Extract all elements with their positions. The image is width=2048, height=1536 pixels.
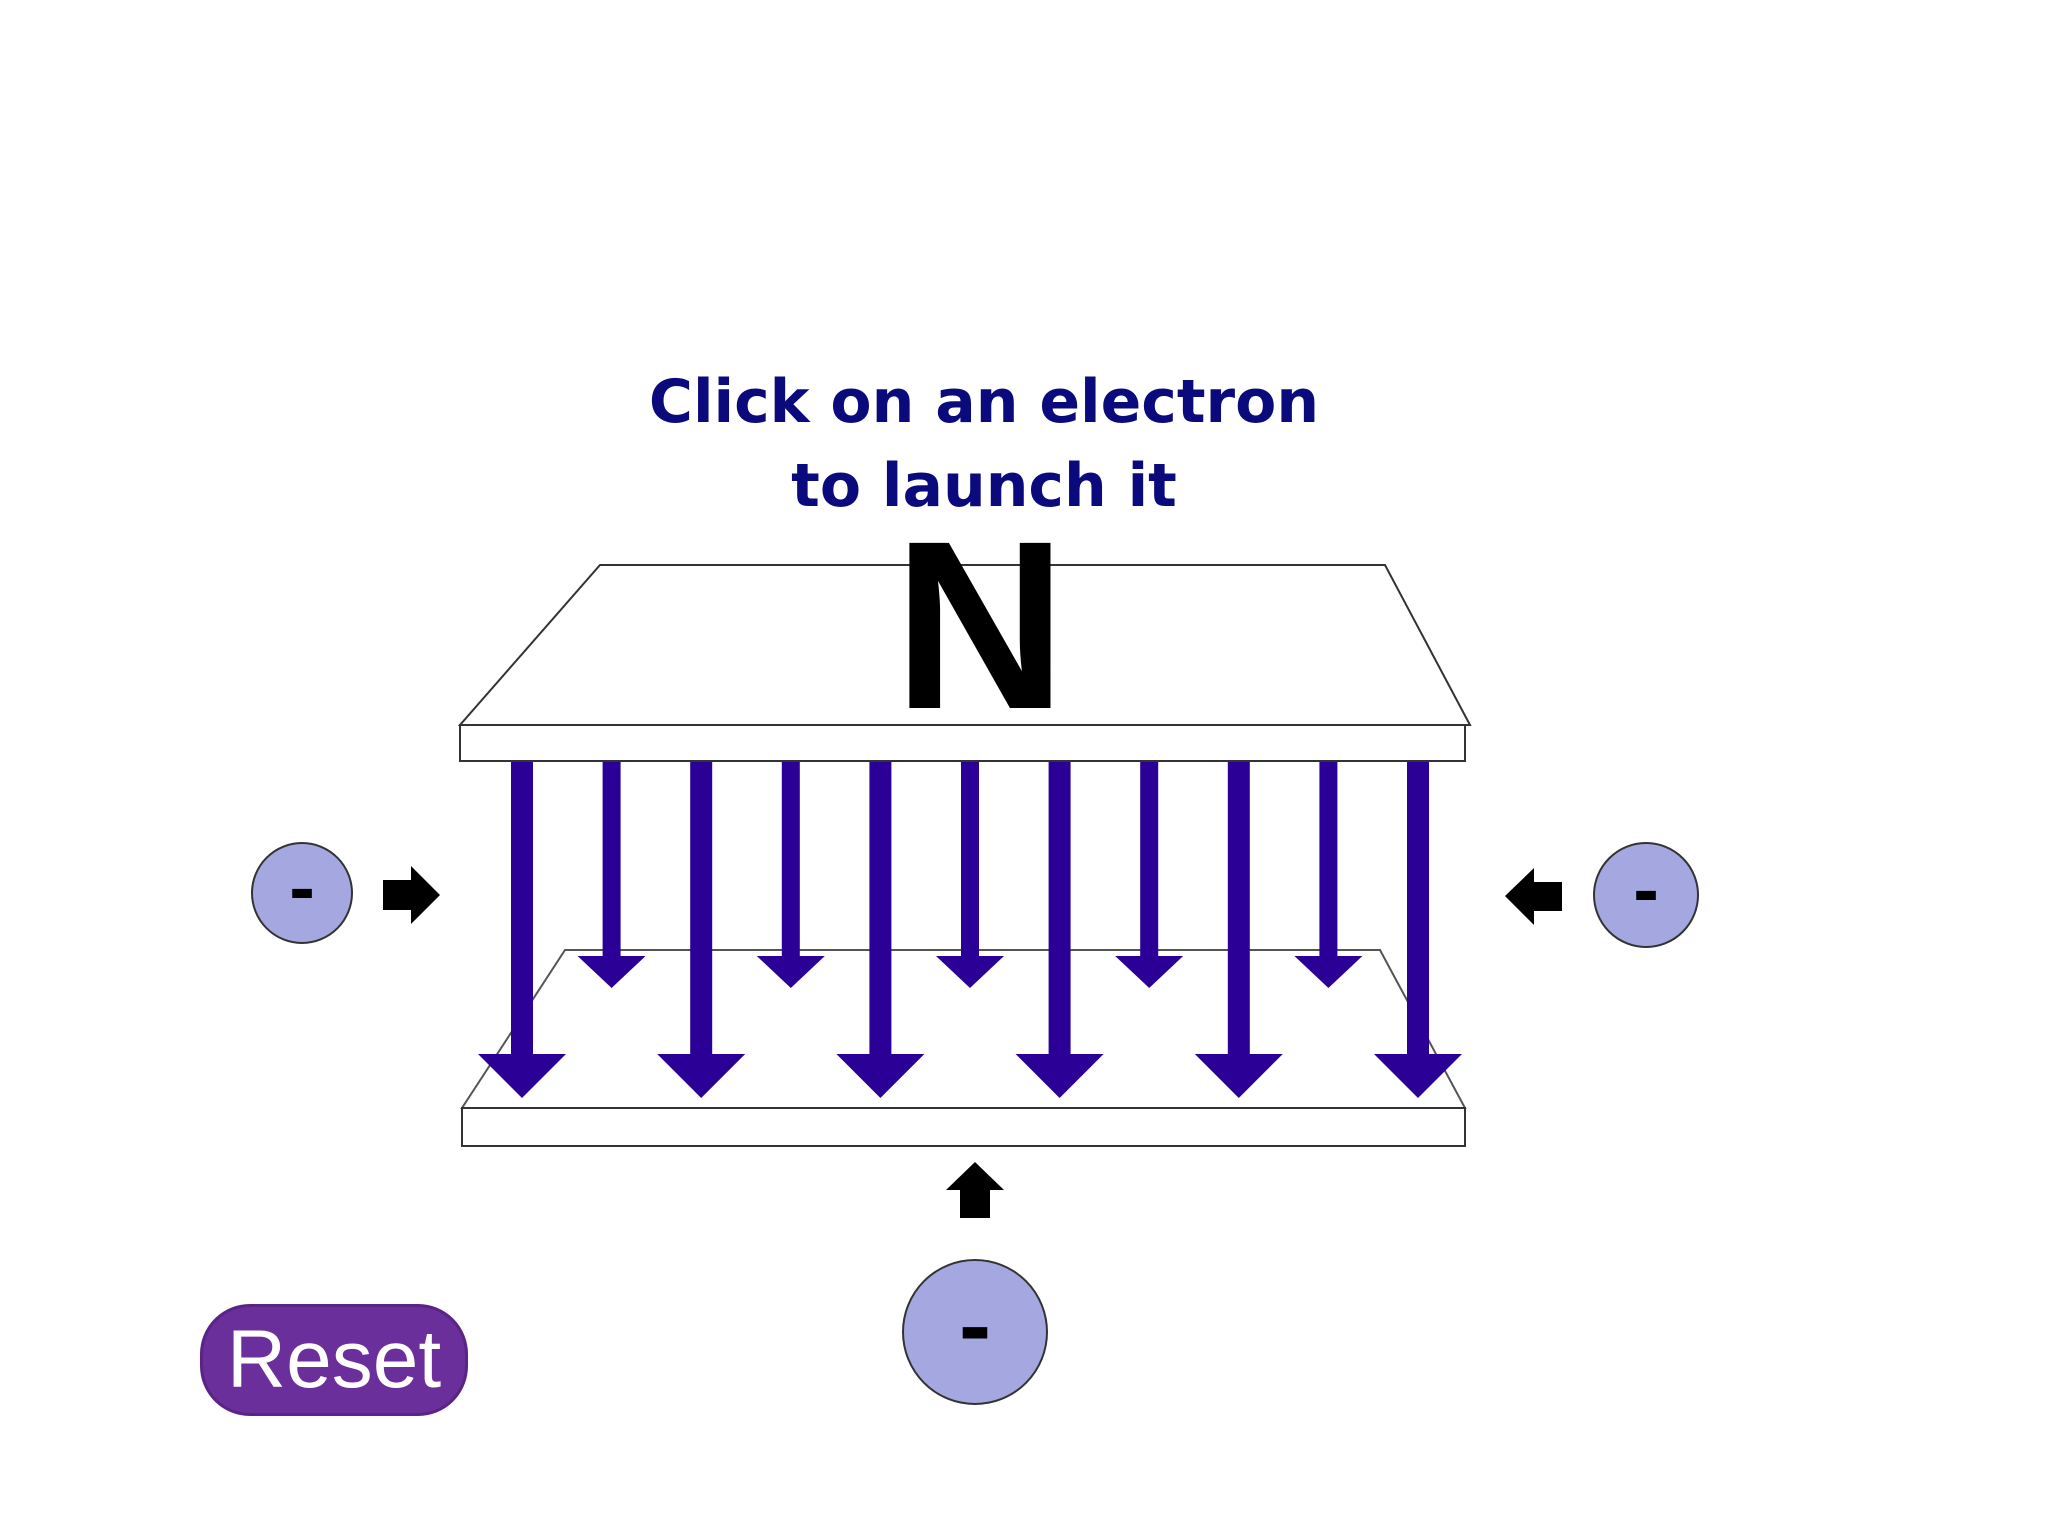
field-line-arrow bbox=[756, 762, 825, 988]
field-line-head bbox=[1374, 1054, 1462, 1098]
field-line-head bbox=[836, 1054, 925, 1098]
electron-left[interactable]: - bbox=[251, 842, 353, 944]
field-line-shaft bbox=[690, 762, 713, 1056]
field-line-arrow bbox=[1115, 762, 1184, 988]
field-line-shaft bbox=[1319, 762, 1338, 958]
electron-right-circle[interactable] bbox=[1593, 842, 1699, 948]
field-line-head bbox=[1194, 1054, 1283, 1098]
north-plate-top bbox=[457, 564, 1472, 726]
field-line-head bbox=[577, 956, 646, 988]
field-line-arrow bbox=[478, 762, 566, 1098]
field-lines bbox=[478, 762, 1462, 1098]
field-line-head bbox=[1294, 956, 1363, 988]
electron-right[interactable]: - bbox=[1593, 842, 1699, 948]
field-line-head bbox=[1115, 956, 1184, 988]
arrow-left-icon bbox=[1505, 868, 1562, 925]
electron-bottom[interactable]: - bbox=[902, 1259, 1048, 1405]
field-line-shaft bbox=[1140, 762, 1159, 958]
field-line-arrow bbox=[577, 762, 646, 988]
north-plate: N bbox=[457, 491, 1472, 762]
field-line-shaft bbox=[1227, 762, 1250, 1056]
field-line-shaft bbox=[869, 762, 892, 1056]
field-line-shaft bbox=[602, 762, 621, 958]
field-line-arrow bbox=[1015, 762, 1104, 1098]
field-line-shaft bbox=[781, 762, 800, 958]
reset-button[interactable]: Reset bbox=[200, 1304, 468, 1416]
field-line-head bbox=[936, 956, 1004, 988]
field-line-shaft bbox=[1048, 762, 1071, 1056]
field-line-shaft bbox=[1407, 762, 1429, 1056]
field-line-arrow bbox=[1194, 762, 1283, 1098]
instruction-line-2: to launch it bbox=[791, 451, 1177, 521]
electron-bottom-symbol: - bbox=[958, 1282, 991, 1375]
field-line-shaft bbox=[511, 762, 533, 1056]
instruction-line-1: Click on an electron bbox=[648, 367, 1320, 437]
field-line-head bbox=[756, 956, 825, 988]
bottom-plate-edge bbox=[461, 1107, 1466, 1147]
north-pole-label: N bbox=[893, 491, 1066, 759]
field-line-head bbox=[657, 1054, 746, 1098]
field-line-shaft bbox=[961, 762, 979, 958]
electron-left-symbol: - bbox=[289, 854, 316, 928]
field-line-arrow bbox=[936, 762, 1004, 988]
field-line-arrow bbox=[1374, 762, 1462, 1098]
electron-left-circle[interactable] bbox=[251, 842, 353, 944]
instruction-text: Click on an electron to launch it bbox=[624, 360, 1344, 528]
field-line-arrow bbox=[1294, 762, 1363, 988]
north-plate-edge bbox=[459, 724, 1466, 762]
field-line-arrow bbox=[836, 762, 925, 1098]
electron-right-symbol: - bbox=[1633, 856, 1660, 930]
field-line-head bbox=[478, 1054, 566, 1098]
field-line-arrow bbox=[657, 762, 746, 1098]
electron-bottom-circle[interactable] bbox=[902, 1259, 1048, 1405]
arrow-up-icon bbox=[946, 1162, 1004, 1218]
arrow-right-icon bbox=[383, 866, 440, 924]
field-line-head bbox=[1015, 1054, 1104, 1098]
